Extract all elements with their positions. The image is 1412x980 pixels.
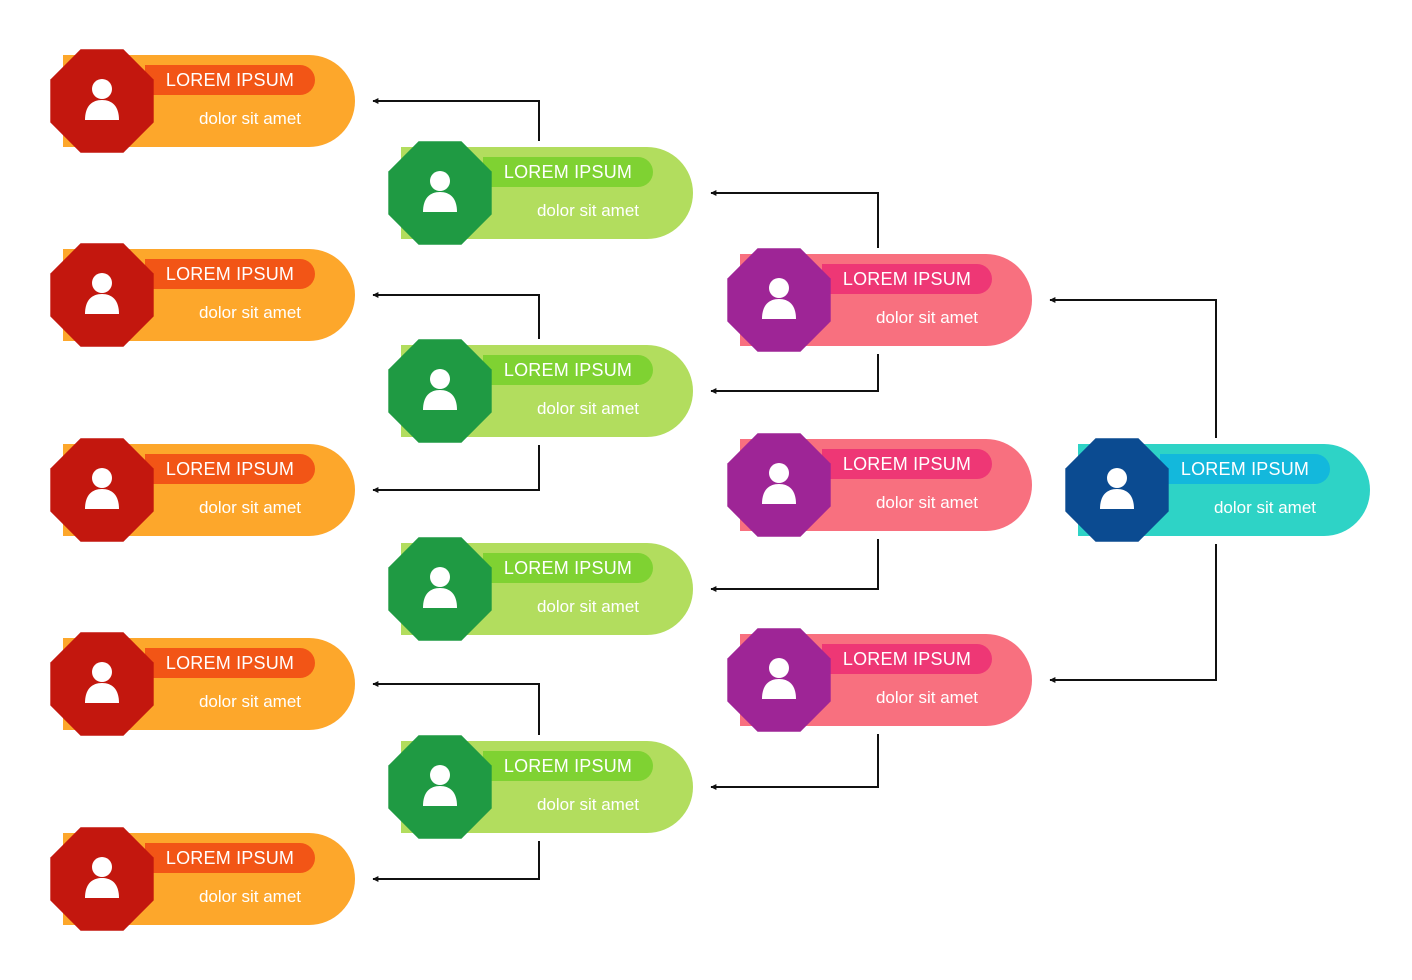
person-icon <box>50 49 154 153</box>
person-icon <box>388 735 492 839</box>
person-icon <box>1065 438 1169 542</box>
avatar-badge <box>47 629 157 739</box>
connector-arrow <box>710 539 879 592</box>
connector-arrow <box>710 190 879 248</box>
connector-arrow <box>1049 544 1217 683</box>
connector-arrow <box>372 841 540 882</box>
avatar-badge <box>385 534 495 644</box>
avatar-badge <box>724 245 834 355</box>
person-icon <box>727 248 831 352</box>
node-subtitle: dolor sit amet <box>536 795 640 814</box>
person-icon <box>50 438 154 542</box>
node-title: LOREM IPSUM <box>822 644 992 674</box>
node-subtitle: dolor sit amet <box>198 692 302 711</box>
node-subtitle: dolor sit amet <box>536 597 640 616</box>
avatar-badge <box>385 138 495 248</box>
node-title: LOREM IPSUM <box>483 553 653 583</box>
node-subtitle: dolor sit amet <box>536 399 640 418</box>
node-subtitle: dolor sit amet <box>1213 498 1317 517</box>
connector-arrow <box>372 98 540 141</box>
node-card-level-3: LOREM IPSUM dolor sit amet <box>727 628 1032 732</box>
node-subtitle: dolor sit amet <box>198 498 302 517</box>
node-card-level-4: LOREM IPSUM dolor sit amet <box>1065 438 1370 542</box>
node-subtitle: dolor sit amet <box>875 688 979 707</box>
person-icon <box>388 141 492 245</box>
node-subtitle: dolor sit amet <box>198 887 302 906</box>
node-subtitle: dolor sit amet <box>875 493 979 512</box>
avatar-badge <box>47 46 157 156</box>
avatar-badge <box>47 435 157 545</box>
node-title: LOREM IPSUM <box>483 355 653 385</box>
node-card-level-1: LOREM IPSUM dolor sit amet <box>50 827 355 931</box>
node-card-level-2: LOREM IPSUM dolor sit amet <box>388 735 693 839</box>
connector-arrow <box>710 354 879 394</box>
person-icon <box>50 243 154 347</box>
connector-arrow <box>372 445 540 493</box>
node-title: LOREM IPSUM <box>483 751 653 781</box>
avatar-badge <box>385 732 495 842</box>
avatar-badge <box>724 430 834 540</box>
node-title: LOREM IPSUM <box>1160 454 1330 484</box>
node-subtitle: dolor sit amet <box>875 308 979 327</box>
person-icon <box>50 632 154 736</box>
avatar-badge <box>1062 435 1172 545</box>
node-title: LOREM IPSUM <box>822 449 992 479</box>
node-card-level-1: LOREM IPSUM dolor sit amet <box>50 632 355 736</box>
node-title: LOREM IPSUM <box>145 259 315 289</box>
node-title: LOREM IPSUM <box>483 157 653 187</box>
node-subtitle: dolor sit amet <box>536 201 640 220</box>
node-card-level-2: LOREM IPSUM dolor sit amet <box>388 339 693 443</box>
node-card-level-1: LOREM IPSUM dolor sit amet <box>50 243 355 347</box>
avatar-badge <box>724 625 834 735</box>
person-icon <box>388 537 492 641</box>
node-title: LOREM IPSUM <box>145 843 315 873</box>
node-card-level-2: LOREM IPSUM dolor sit amet <box>388 141 693 245</box>
node-card-level-3: LOREM IPSUM dolor sit amet <box>727 248 1032 352</box>
avatar-badge <box>385 336 495 446</box>
connector-arrow <box>372 681 540 735</box>
node-card-level-2: LOREM IPSUM dolor sit amet <box>388 537 693 641</box>
node-card-level-1: LOREM IPSUM dolor sit amet <box>50 438 355 542</box>
connector-arrow <box>710 734 879 790</box>
node-title: LOREM IPSUM <box>145 65 315 95</box>
person-icon <box>50 827 154 931</box>
connector-arrow <box>372 292 540 339</box>
node-subtitle: dolor sit amet <box>198 303 302 322</box>
person-icon <box>727 628 831 732</box>
node-title: LOREM IPSUM <box>145 454 315 484</box>
node-subtitle: dolor sit amet <box>198 109 302 128</box>
node-card-level-3: LOREM IPSUM dolor sit amet <box>727 433 1032 537</box>
node-title: LOREM IPSUM <box>822 264 992 294</box>
avatar-badge <box>47 240 157 350</box>
person-icon <box>388 339 492 443</box>
connector-arrow <box>1049 297 1217 438</box>
node-title: LOREM IPSUM <box>145 648 315 678</box>
person-icon <box>727 433 831 537</box>
avatar-badge <box>47 824 157 934</box>
node-card-level-1: LOREM IPSUM dolor sit amet <box>50 49 355 153</box>
